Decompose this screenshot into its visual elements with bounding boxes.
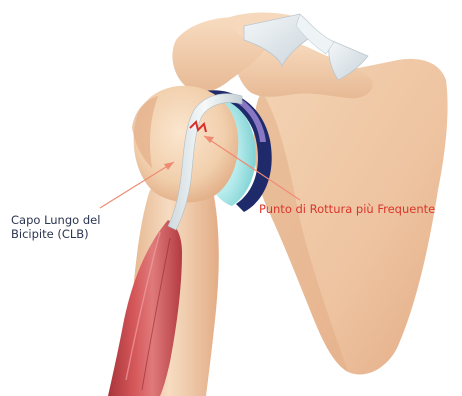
long-head-biceps-label: Capo Lungo del Bicipite (CLB) <box>11 213 100 241</box>
long-head-biceps-label-line1: Capo Lungo del <box>11 213 100 227</box>
rupture-point-label: Punto di Rottura più Frequente <box>259 202 435 216</box>
long-head-biceps-label-line2: Bicipite (CLB) <box>11 227 100 241</box>
